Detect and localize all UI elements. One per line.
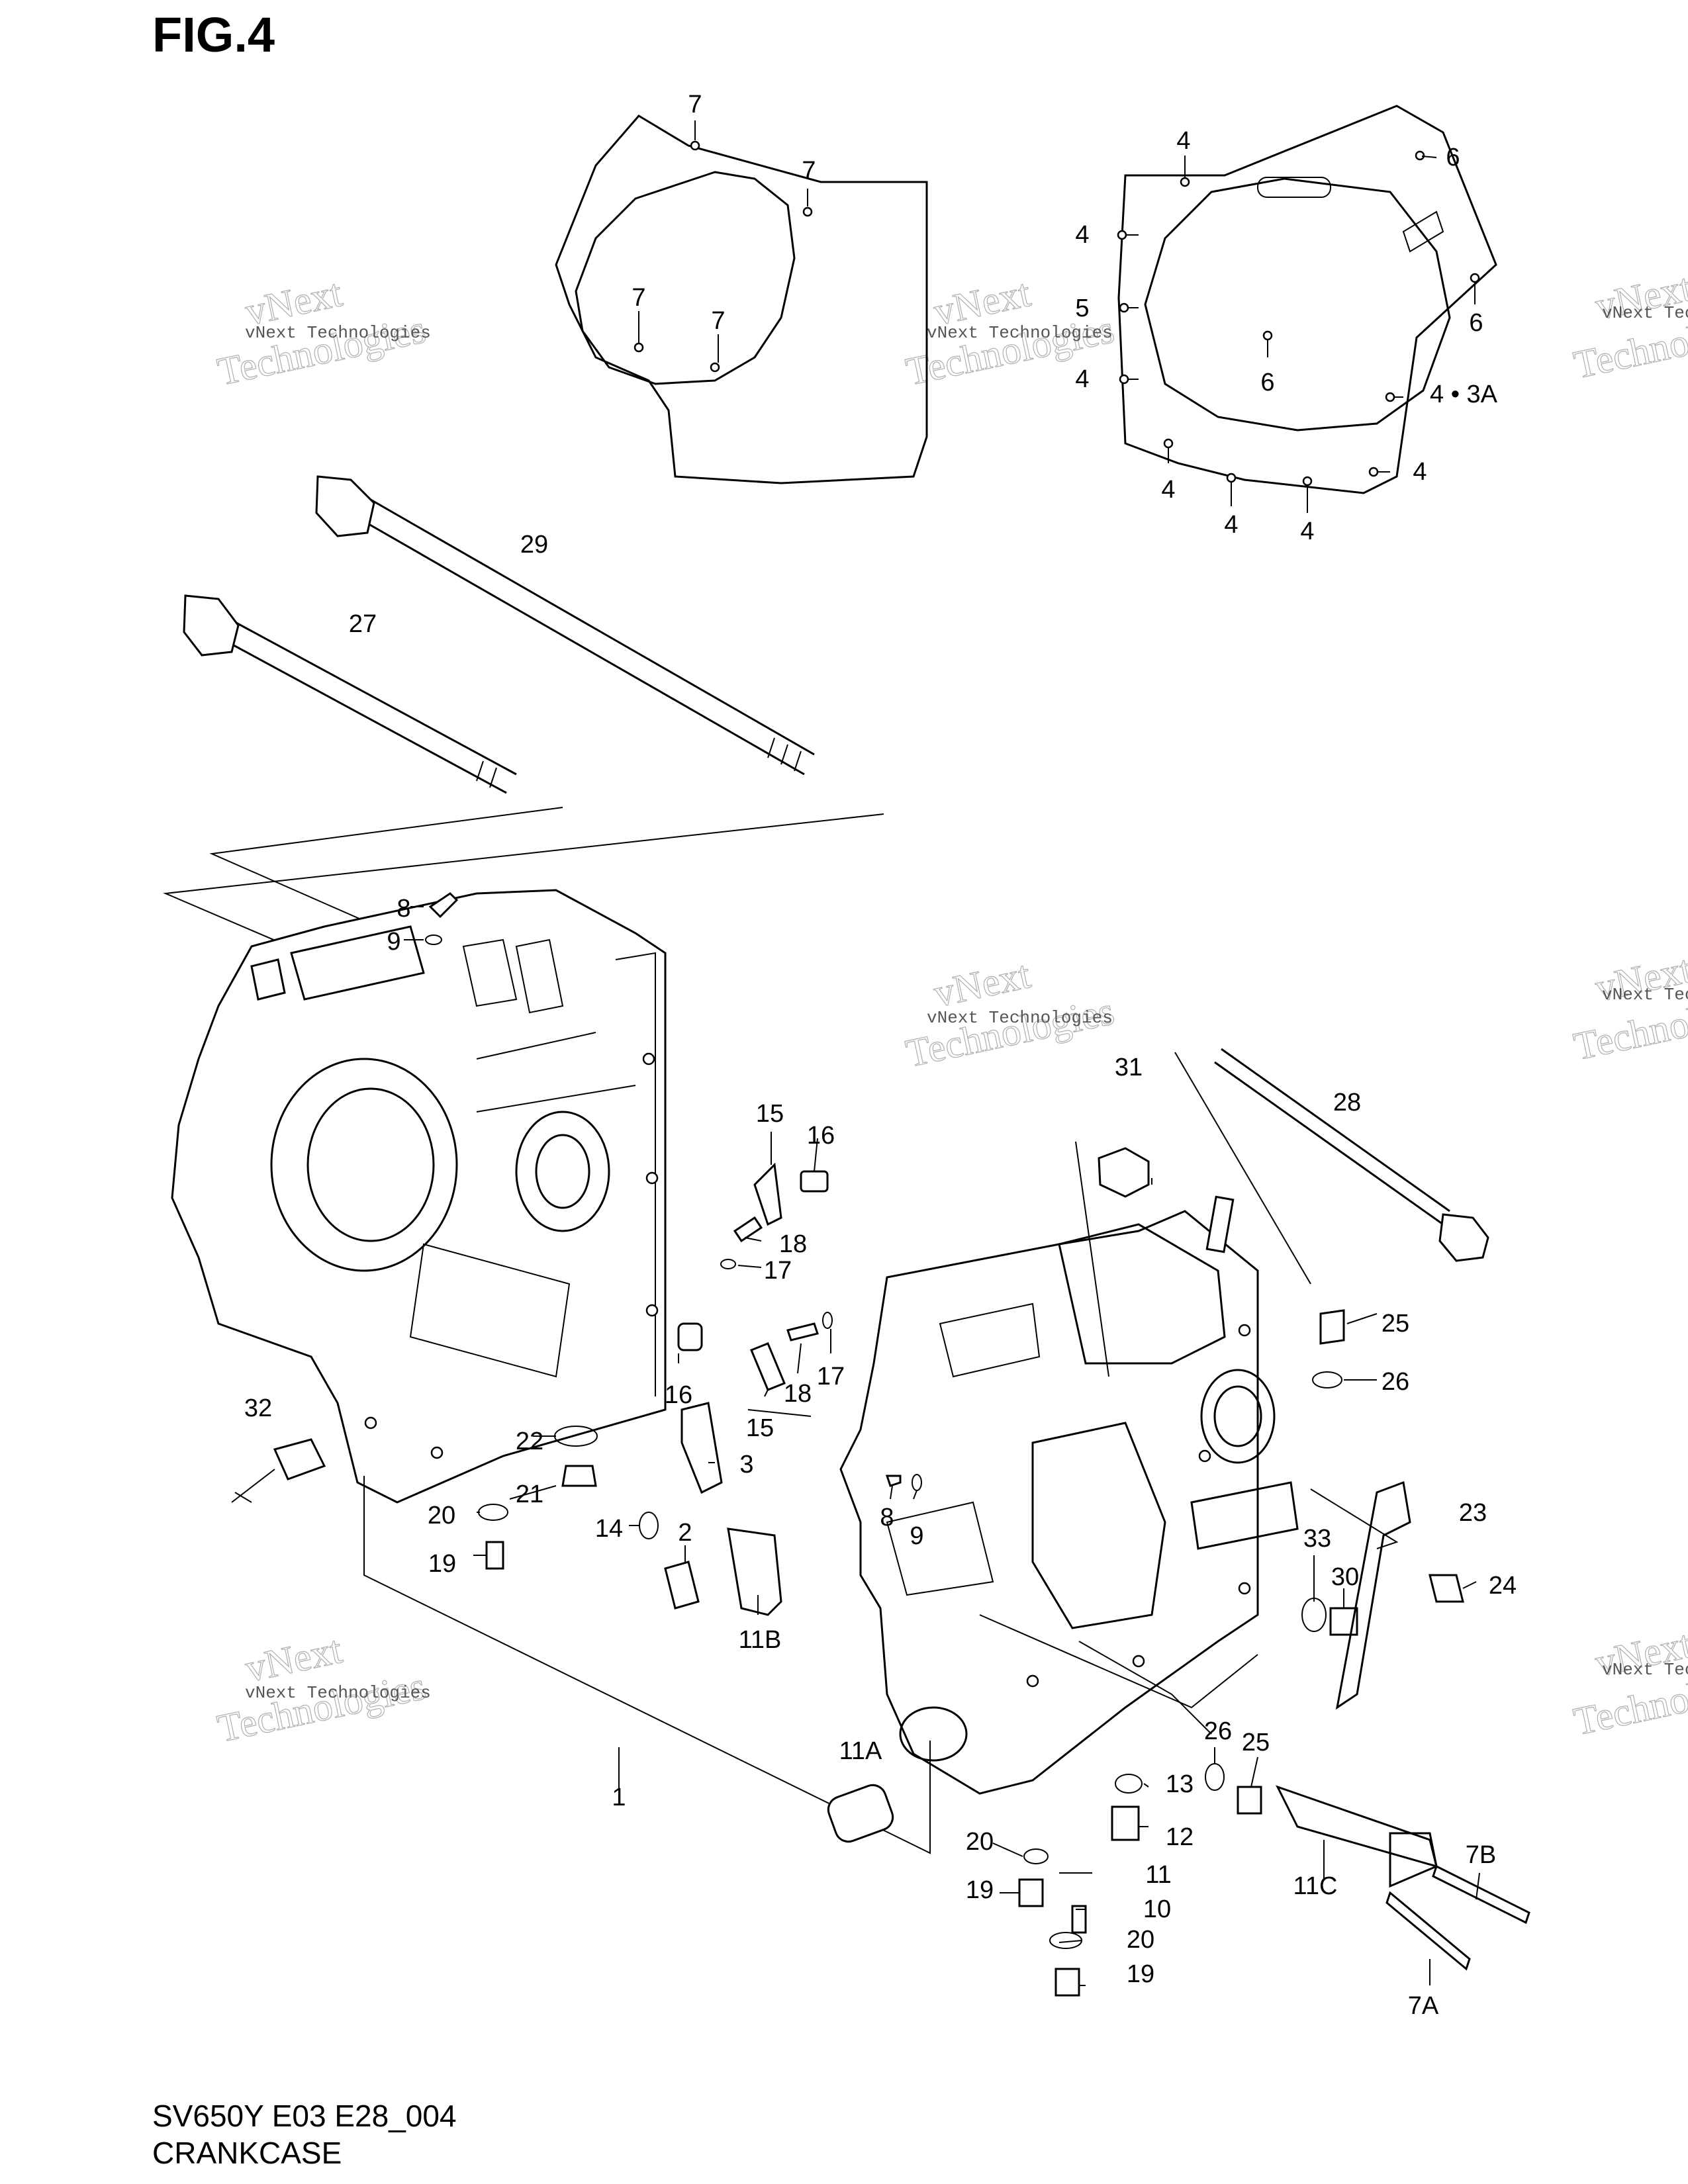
watermark-caption: vNext Technologies — [927, 323, 1113, 343]
callout-leaders — [404, 120, 1480, 1986]
callout: 17 — [817, 1363, 845, 1390]
long-bolt-27 — [183, 594, 517, 794]
crankcase-right-half — [839, 1195, 1299, 1795]
callout: 7B — [1466, 1841, 1496, 1869]
callout: 20 — [428, 1502, 455, 1529]
callout: 32 — [244, 1394, 272, 1422]
callout: 25 — [1382, 1310, 1409, 1338]
watermark-caption: vNext Technologies — [1602, 1660, 1688, 1680]
callout: 7 — [802, 157, 816, 185]
callout: 33 — [1303, 1525, 1331, 1553]
watermark-caption: vNext Technologies — [1602, 303, 1688, 323]
watermark-line2: Technologies — [902, 989, 1118, 1075]
callout: 18 — [784, 1380, 812, 1408]
figure-title: FIG.4 — [152, 7, 275, 62]
callout: 13 — [1166, 1770, 1194, 1798]
crankcase-left-half — [171, 889, 667, 1504]
callout: 30 — [1331, 1563, 1359, 1591]
watermark-caption: vNext Technologies — [245, 1683, 431, 1703]
callout: 16 — [665, 1381, 692, 1409]
callout: 4 — [1300, 518, 1314, 545]
callout: 19 — [428, 1550, 456, 1578]
callout: 28 — [1333, 1089, 1361, 1116]
callout: 19 — [966, 1876, 994, 1904]
callout: 6 — [1469, 309, 1483, 337]
watermark-line2: Technologies — [214, 1664, 430, 1751]
callout: 7 — [632, 284, 645, 312]
callout: 27 — [349, 610, 377, 638]
callout: 6 — [1446, 144, 1460, 171]
callout: 8 — [880, 1504, 894, 1531]
callout: 14 — [595, 1515, 623, 1543]
callout: 31 — [1115, 1054, 1143, 1081]
callout: 24 — [1489, 1572, 1517, 1600]
callout: 26 — [1382, 1368, 1409, 1396]
callout: 4 — [1075, 365, 1089, 393]
callout: 11B — [739, 1626, 782, 1654]
callout: 17 — [764, 1257, 792, 1285]
watermark-line1: vNext — [930, 952, 1034, 1015]
watermark-line1: vNext — [242, 1627, 346, 1690]
callout-labels: 7 7 7 7 4 6 4 5 6 4 6 4 • 3A 4 4 4 4 29 … — [244, 91, 1517, 2020]
callout: 11A — [839, 1737, 882, 1765]
callout: 7A — [1408, 1992, 1439, 2020]
callout: 4 — [1413, 458, 1427, 486]
callout: 8 — [397, 895, 410, 923]
callout: 26 — [1204, 1717, 1232, 1745]
callout: 2 — [678, 1519, 692, 1547]
callout: 10 — [1143, 1895, 1171, 1923]
callout: 7 — [688, 91, 702, 118]
gasket-right-cover — [1117, 105, 1497, 494]
callout: 5 — [1075, 295, 1089, 322]
callout: 1 — [612, 1784, 626, 1811]
callout: 4 — [1176, 127, 1190, 155]
callout: 11C — [1293, 1872, 1338, 1900]
diagram-name: CRANKCASE — [152, 2136, 342, 2170]
callout: 4 — [1075, 221, 1089, 249]
callout: 3 — [739, 1451, 753, 1479]
long-bolt-29 — [315, 475, 815, 776]
callout: 29 — [520, 531, 548, 559]
callout: 9 — [910, 1522, 923, 1550]
watermark-caption: vNext Technologies — [245, 323, 431, 343]
callout: 20 — [966, 1828, 994, 1856]
gasket-left-cover — [555, 114, 928, 484]
callout: 12 — [1166, 1823, 1194, 1851]
small-fasteners — [231, 892, 1530, 1997]
callout: 4 — [1161, 476, 1175, 504]
callout: 9 — [387, 928, 400, 956]
nut-31 — [1098, 1147, 1150, 1198]
callout: 4 • 3A — [1430, 381, 1498, 408]
watermark-caption: vNext Technologies — [927, 1008, 1113, 1028]
callout: 6 — [1260, 369, 1274, 396]
callout: 18 — [779, 1230, 807, 1258]
callout: 22 — [516, 1428, 543, 1455]
bolt-28 — [1214, 1048, 1489, 1262]
callout: 11 — [1145, 1861, 1171, 1889]
callout: 16 — [807, 1122, 835, 1150]
callout: 23 — [1459, 1499, 1487, 1527]
watermark-caption: vNext Technologies — [1602, 985, 1688, 1005]
case-guide-lines — [363, 1052, 1399, 1854]
diagram-code: SV650Y E03 E28_004 — [152, 2099, 457, 2133]
callout: 7 — [711, 307, 725, 335]
callout: 4 — [1224, 511, 1238, 539]
callout: 15 — [756, 1100, 784, 1128]
callout: 21 — [516, 1480, 543, 1508]
callout: 25 — [1242, 1729, 1270, 1756]
callout: 20 — [1127, 1926, 1154, 1954]
callout: 15 — [746, 1414, 774, 1442]
callout: 19 — [1127, 1960, 1154, 1988]
watermark-line2: Technologies — [214, 307, 430, 394]
